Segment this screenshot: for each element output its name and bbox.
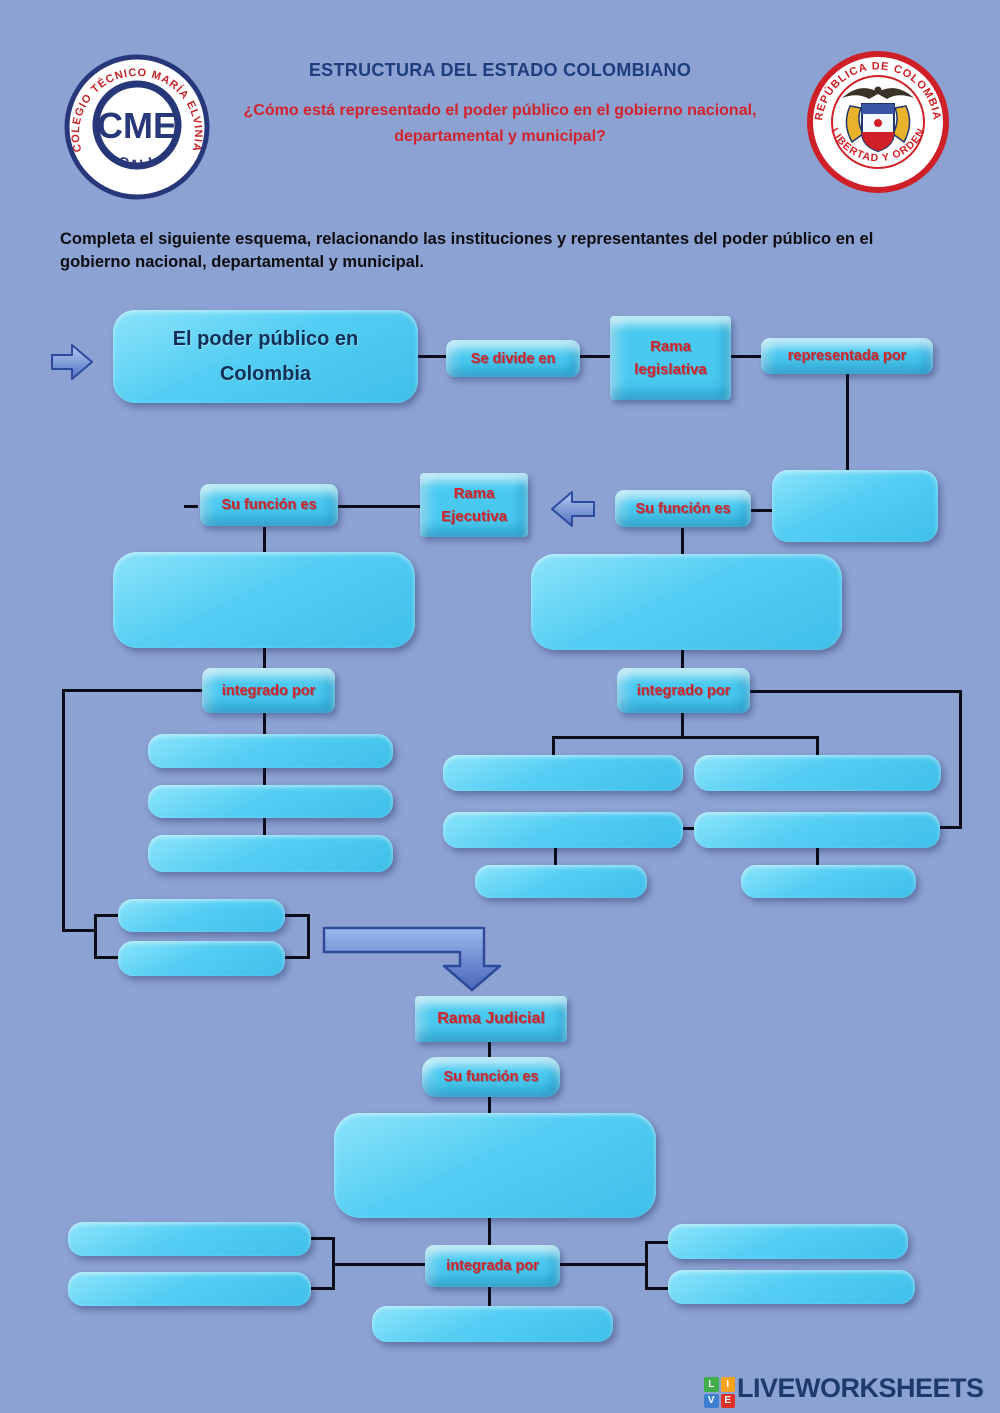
connector-line — [263, 527, 266, 552]
connector-line — [580, 355, 610, 358]
answer-legislativa-representante[interactable] — [772, 470, 938, 542]
answer-ejecutiva-integrante-3[interactable] — [148, 835, 393, 872]
connector-line — [94, 956, 118, 959]
connector-line — [552, 736, 555, 758]
node-rama-legislativa: Rama legislativa — [610, 316, 731, 400]
arrow-bent-down-icon — [322, 926, 502, 992]
arrow-left-icon — [551, 491, 595, 527]
connector-line — [751, 509, 772, 512]
connector-line — [645, 1241, 668, 1244]
connector-line — [311, 1287, 335, 1290]
connector-line — [750, 690, 962, 693]
connector-line — [184, 505, 198, 508]
connector-line — [645, 1241, 648, 1290]
school-logo: COLEGIO TÉCNICO MARÍA ELVINIA CALI CME — [64, 54, 210, 200]
answer-ejecutiva-integrante-4[interactable] — [118, 899, 285, 932]
colombia-coat-of-arms: REPÚBLICA DE COLOMBIA LIBERTAD Y ORDEN — [807, 51, 949, 193]
instructions-text: Completa el siguiente esquema, relaciona… — [60, 230, 874, 272]
subtitle-line2: departamental y municipal? — [394, 127, 606, 145]
arrow-right-icon — [51, 344, 93, 380]
connector-line — [283, 956, 310, 959]
answer-legislativa-funcion[interactable] — [531, 554, 842, 650]
connector-line — [94, 914, 97, 959]
connector-line — [311, 1237, 335, 1240]
connector-line — [554, 848, 557, 866]
connector-line — [816, 848, 819, 866]
answer-judicial-integrante-1[interactable] — [68, 1222, 311, 1256]
connector-line — [645, 1287, 668, 1290]
connector-line — [332, 1263, 425, 1266]
label-representada-por: representada por — [761, 338, 933, 374]
answer-judicial-integrante-3[interactable] — [668, 1224, 908, 1259]
label-integrada-por-judicial: integrada por — [425, 1245, 560, 1287]
svg-text:CME: CME — [97, 105, 177, 146]
answer-ejecutiva-integrante-5[interactable] — [118, 941, 285, 976]
label-su-funcion-es-ejecutiva: Su función es — [200, 484, 338, 526]
answer-ejecutiva-funcion[interactable] — [113, 552, 415, 648]
label-integrado-por-ejecutiva: integrado por — [202, 668, 335, 713]
connector-line — [283, 914, 310, 917]
answer-ejecutiva-integrante-1[interactable] — [148, 734, 393, 768]
node-rama-ejecutiva: Rama Ejecutiva — [420, 473, 528, 537]
label-se-divide-en: Se divide en — [446, 340, 580, 377]
connector-line — [731, 355, 761, 358]
answer-ejecutiva-integrante-2[interactable] — [148, 785, 393, 818]
connector-line — [338, 505, 420, 508]
connector-line — [552, 736, 819, 739]
condor-icon — [842, 86, 914, 99]
label-su-funcion-es-judicial: Su función es — [422, 1057, 560, 1097]
liveworksheets-logo-icon: L I V E — [704, 1377, 735, 1408]
answer-legislativa-integrante-3[interactable] — [443, 812, 683, 848]
page-title: ESTRUCTURA DEL ESTADO COLOMBIANO — [308, 60, 692, 80]
answer-legislativa-integrante-4[interactable] — [694, 812, 940, 848]
shield-flags — [845, 103, 911, 153]
page-subtitle: ¿Cómo está representado el poder público… — [130, 98, 870, 149]
connector-line — [62, 689, 65, 932]
connector-line — [959, 690, 962, 829]
connector-line — [488, 1042, 491, 1058]
connector-line — [681, 528, 684, 555]
connector-line — [62, 689, 203, 692]
connector-line — [418, 355, 446, 358]
answer-judicial-integrante-5[interactable] — [372, 1306, 613, 1342]
root-node-poder-publico: El poder público en Colombia — [113, 310, 418, 403]
answer-legislativa-integrante-6[interactable] — [741, 865, 916, 898]
connector-line — [560, 1263, 648, 1266]
answer-judicial-integrante-2[interactable] — [68, 1272, 311, 1306]
liveworksheets-watermark: LIVEWORKSHEETS — [737, 1373, 984, 1403]
answer-legislativa-integrante-2[interactable] — [694, 755, 941, 791]
connector-line — [62, 929, 96, 932]
root-line2: Colombia — [219, 362, 312, 385]
label-su-funcion-es-legislativa: Su función es — [615, 490, 751, 527]
connector-line — [940, 826, 962, 829]
connector-line — [816, 736, 819, 758]
connector-line — [94, 914, 118, 917]
root-line1: El poder público en — [172, 327, 359, 350]
label-integrado-por-legislativa: integrado por — [617, 668, 750, 713]
answer-legislativa-integrante-1[interactable] — [443, 755, 683, 791]
subtitle-line1: ¿Cómo está representado el poder público… — [243, 102, 757, 119]
answer-judicial-integrante-4[interactable] — [668, 1270, 915, 1304]
connector-line — [307, 914, 310, 959]
connector-line — [683, 827, 694, 830]
connector-line — [846, 374, 849, 472]
answer-judicial-funcion[interactable] — [334, 1113, 656, 1218]
answer-legislativa-integrante-5[interactable] — [475, 865, 647, 898]
connector-line — [488, 1097, 491, 1114]
node-rama-judicial: Rama Judicial — [415, 996, 567, 1042]
